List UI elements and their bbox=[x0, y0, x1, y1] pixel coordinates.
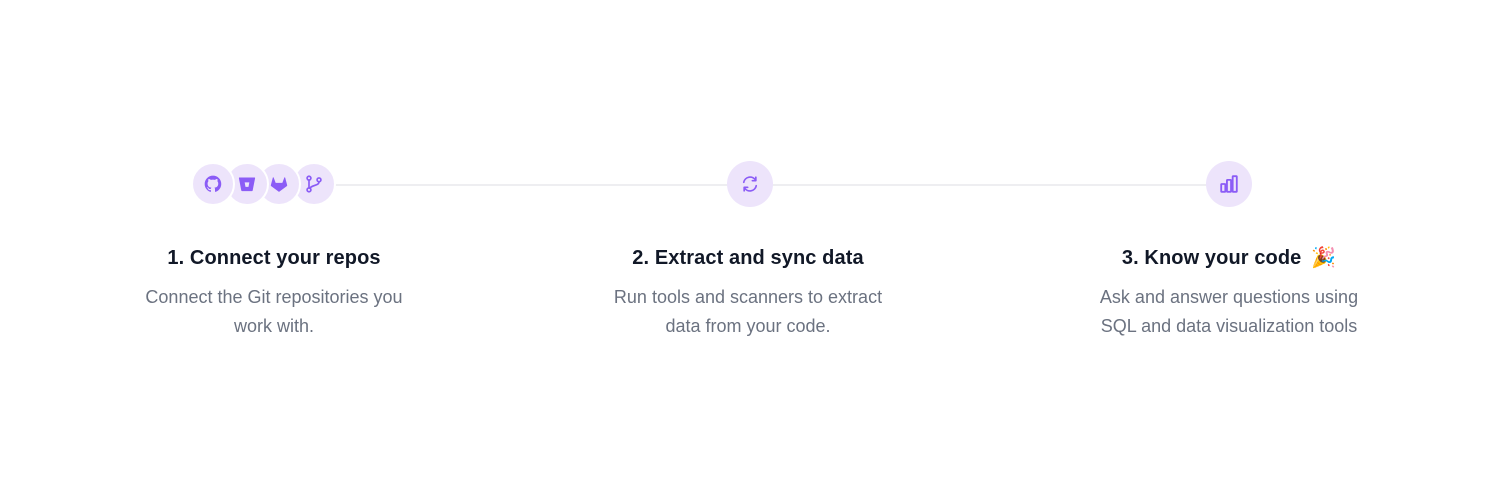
step-title: 2. Extract and sync data bbox=[632, 247, 864, 269]
bar-chart-icon bbox=[1220, 175, 1238, 193]
refresh-icon bbox=[742, 176, 758, 192]
gitlab-icon bbox=[270, 177, 288, 192]
step-connect-repos: 1. Connect your repos Connect the Git re… bbox=[114, 244, 434, 341]
gitlab-icon-badge bbox=[257, 162, 301, 206]
step-description: Ask and answer questions using SQL and d… bbox=[1099, 287, 1359, 336]
step-description: Connect the Git repositories you work wi… bbox=[145, 287, 403, 336]
git-branch-icon bbox=[306, 175, 322, 193]
bitbucket-icon bbox=[238, 177, 256, 192]
steps-connector-line bbox=[320, 184, 1230, 186]
step-description: Run tools and scanners to extract data f… bbox=[613, 287, 883, 336]
step-extract-sync: 2. Extract and sync data Run tools and s… bbox=[588, 244, 908, 341]
github-icon bbox=[204, 175, 222, 192]
bar-chart-icon-badge bbox=[1206, 161, 1252, 207]
refresh-icon-badge bbox=[727, 161, 773, 207]
github-icon-badge bbox=[191, 162, 235, 206]
party-popper-icon: 🎉 bbox=[1311, 247, 1337, 269]
step-title: 1. Connect your repos bbox=[167, 247, 381, 269]
step-title: 3. Know your code 🎉 bbox=[1069, 244, 1389, 272]
step-title-text: 3. Know your code bbox=[1121, 247, 1302, 269]
step-know-code: 3. Know your code 🎉 Ask and answer quest… bbox=[1069, 244, 1389, 341]
